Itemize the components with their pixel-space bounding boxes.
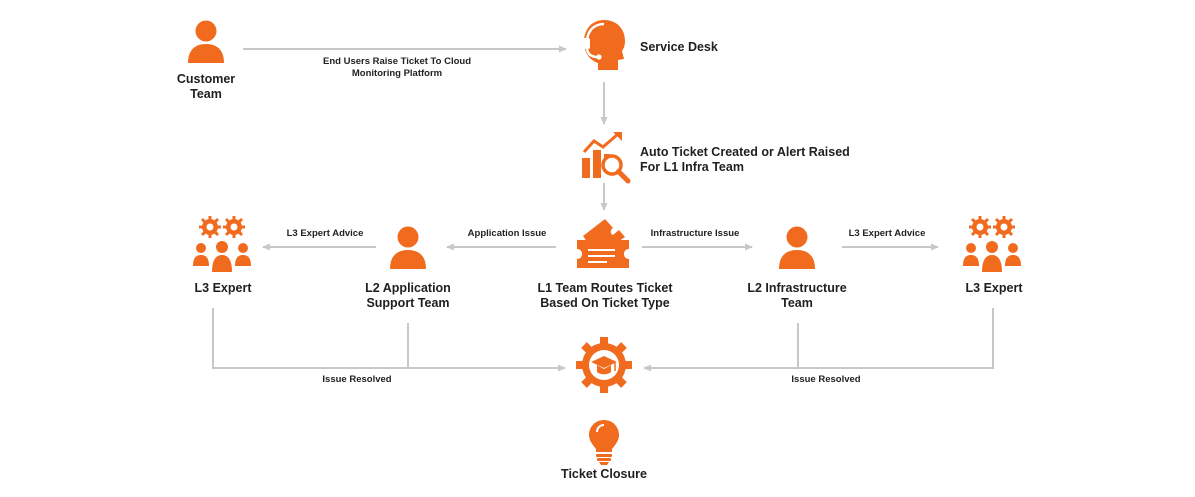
edge-label-issue-resolved-left: Issue Resolved bbox=[322, 374, 392, 385]
person-icon bbox=[188, 20, 224, 63]
headset-agent-icon bbox=[583, 20, 625, 70]
edge-label-application-issue: Application Issue bbox=[467, 228, 547, 239]
person-icon bbox=[390, 226, 426, 269]
arrow-left-resolved-to-hub bbox=[212, 308, 566, 372]
customer-team-label: Customer Team bbox=[176, 72, 236, 101]
gear-graduation-cap-icon bbox=[576, 337, 632, 393]
l2-infrastructure-label: L2 Infrastructure Team bbox=[747, 281, 847, 310]
l3-expert-left-label: L3 Expert bbox=[194, 281, 252, 295]
l3-expert-right-label: L3 Expert bbox=[965, 281, 1023, 295]
edge-label-issue-resolved-right: Issue Resolved bbox=[791, 374, 861, 385]
edge-label-raise-ticket: End Users Raise Ticket To Cloud Monitori… bbox=[323, 56, 471, 79]
lightbulb-icon bbox=[589, 420, 619, 465]
ticket-closure-label: Ticket Closure bbox=[561, 467, 647, 481]
edge-label-infrastructure-issue: Infrastructure Issue bbox=[650, 228, 740, 239]
service-desk-label: Service Desk bbox=[640, 40, 718, 54]
l1-team-label: L1 Team Routes Ticket Based On Ticket Ty… bbox=[537, 281, 673, 310]
auto-ticket-label: Auto Ticket Created or Alert Raised For … bbox=[640, 145, 850, 174]
person-icon bbox=[779, 226, 815, 269]
chart-magnifier-icon bbox=[582, 132, 631, 184]
arrow-right-resolved-to-hub bbox=[643, 308, 994, 372]
expert-group-icon bbox=[963, 216, 1021, 272]
ticket-icon bbox=[577, 219, 629, 268]
edge-label-l3-advice-left: L3 Expert Advice bbox=[286, 228, 364, 239]
edge-label-l3-advice-right: L3 Expert Advice bbox=[848, 228, 926, 239]
l2-application-label: L2 Application Support Team bbox=[365, 281, 451, 310]
expert-group-icon bbox=[193, 216, 251, 272]
